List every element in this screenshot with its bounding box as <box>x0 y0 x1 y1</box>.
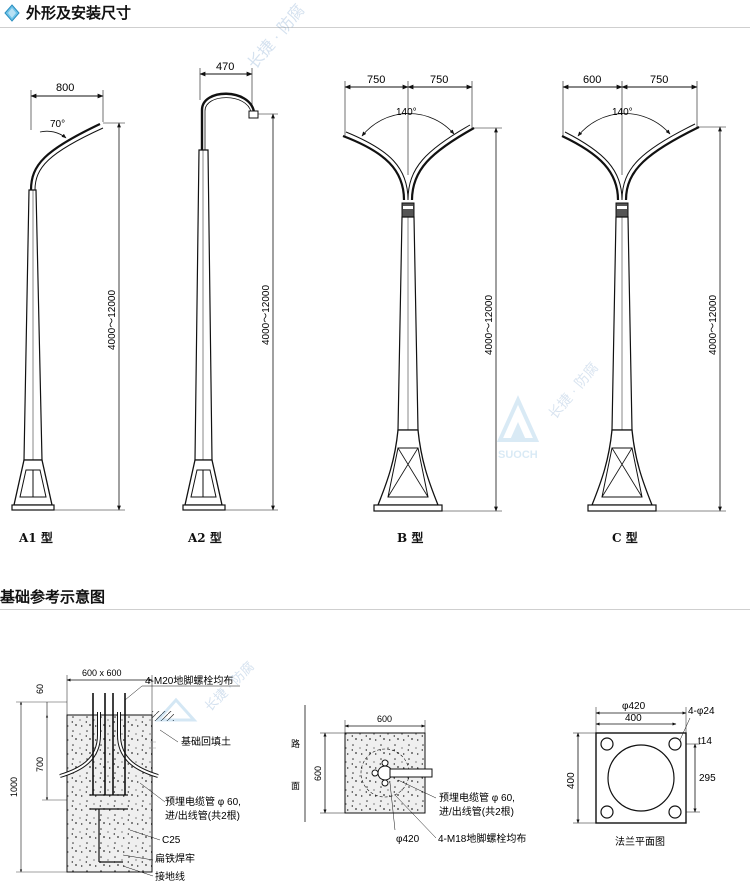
flange-dim-400-top: 400 <box>625 713 642 724</box>
section-divider-2 <box>0 609 750 610</box>
b-left-dim: 750 <box>367 74 385 86</box>
section-header-foundation: 基础参考示意图 <box>0 586 105 607</box>
flange-dim-400-side: 400 <box>566 772 577 789</box>
section-title-foundation: 基础参考示意图 <box>0 588 106 606</box>
a2-width-dim: 470 <box>216 61 234 73</box>
fs-top-dim: 600 x 600 <box>82 668 122 678</box>
fp-road-1: 路 <box>291 738 300 749</box>
b-angle: 140° <box>396 107 417 118</box>
c-angle: 140° <box>612 107 633 118</box>
fs-backfill-label: 基础回填土 <box>181 735 231 748</box>
flange-caption: 法兰平面图 <box>615 835 665 848</box>
watermark-bottom: 长捷 · 防腐 <box>154 659 257 722</box>
pole-c: 600 750 140° 4000～12000 <box>561 74 726 512</box>
fs-conduit-line2: 进/出线管(共2根) <box>165 809 240 822</box>
a1-angle: 70° <box>50 119 65 130</box>
fp-top-dim: 600 <box>377 714 392 724</box>
section-header-shape: 外形及安装尺寸 <box>0 2 131 23</box>
b-height-dim: 4000～12000 <box>484 295 495 355</box>
a1-height-dim: 4000～12000 <box>107 290 118 350</box>
c-height-dim: 4000～12000 <box>708 295 719 355</box>
fp-road-2: 面 <box>291 781 300 791</box>
pole-b: 750 750 140° 4000～12000 <box>342 74 502 512</box>
fp-circle-dim: φ420 <box>396 834 420 845</box>
watermark-logo-text: SUOCH <box>498 449 538 461</box>
a1-width-dim: 800 <box>56 82 74 94</box>
section-divider <box>0 27 750 28</box>
fp-side-dim: 600 <box>313 766 323 781</box>
section-title-shape: 外形及安装尺寸 <box>26 4 132 22</box>
fs-flat-iron-label: 扁铁焊牢 <box>155 852 195 865</box>
fp-anchor-label: 4-M18地脚螺栓均布 <box>438 832 526 845</box>
pole-a2: 470 4000～12000 <box>182 61 278 511</box>
foundation-plan: 600 600 路 面 预埋电缆管 φ 60, 进/出线管(共2根) φ420 … <box>291 705 526 845</box>
flange-dim-295: 295 <box>699 773 716 784</box>
diamond-icon <box>4 3 20 22</box>
fs-dim-60: 60 <box>35 684 45 694</box>
fs-conduit-line1: 预埋电缆管 φ 60, <box>165 795 241 808</box>
foundation-section: 600 x 600 60 700 1000 4-M20地脚螺栓均布 <box>9 668 241 883</box>
flange-holes: 4-φ24 <box>688 706 715 717</box>
fs-dim-1000: 1000 <box>9 777 19 797</box>
pole-diagrams: 长捷 · 防腐 SUOCH 长捷 · 防腐 800 70° 4000～12000 <box>11 1 726 512</box>
a2-caption: A2 型 <box>188 531 222 545</box>
a2-height-dim: 4000～12000 <box>261 285 272 345</box>
c-caption: C 型 <box>612 531 638 545</box>
b-caption: B 型 <box>397 531 424 545</box>
flange-plan: φ420 400 4-φ24 t14 295 400 法兰平面图 <box>566 701 716 848</box>
fs-anchor-label: 4-M20地脚螺栓均布 <box>145 674 233 687</box>
c-right-dim: 750 <box>650 74 668 86</box>
fs-ground-wire-label: 接地线 <box>155 870 185 883</box>
flange-thickness: t14 <box>698 736 712 747</box>
pole-a1: 800 70° 4000～12000 <box>11 82 125 511</box>
fp-conduit-line2: 进/出线管(共2根) <box>439 805 514 818</box>
a1-caption: A1 型 <box>19 531 53 545</box>
b-right-dim: 750 <box>430 74 448 86</box>
flange-dim-420: φ420 <box>622 701 646 712</box>
fs-dim-700: 700 <box>35 757 45 772</box>
fs-concrete-label: C25 <box>162 835 181 846</box>
fp-conduit-line1: 预埋电缆管 φ 60, <box>439 791 515 804</box>
c-left-dim: 600 <box>583 74 601 86</box>
